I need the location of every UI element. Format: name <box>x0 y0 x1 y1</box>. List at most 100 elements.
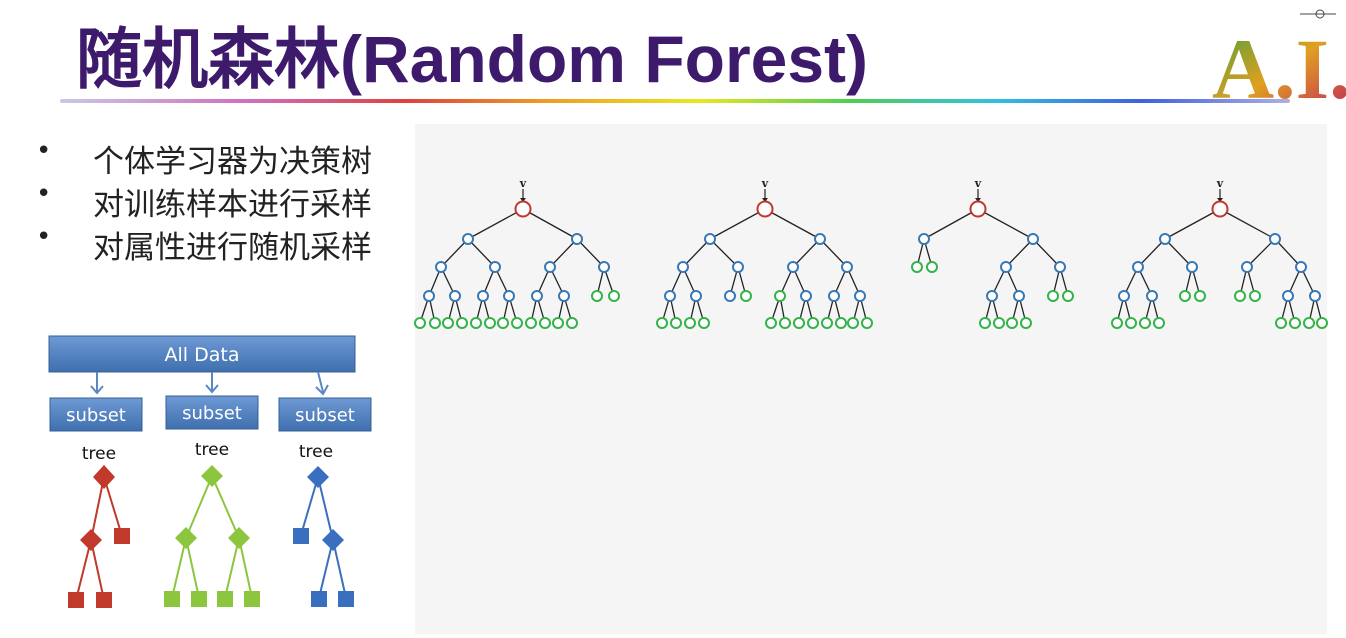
leaf-node <box>656 317 668 329</box>
leaf-node <box>1020 317 1032 329</box>
leaf-node <box>552 317 564 329</box>
leaf-node <box>670 317 682 329</box>
leaf-node <box>414 317 426 329</box>
root-node <box>1211 200 1229 218</box>
leaf-node <box>765 317 777 329</box>
slide-title: 随机森林(Random Forest) <box>76 22 868 96</box>
tree-edge <box>764 208 821 240</box>
internal-node <box>690 290 702 302</box>
leaf-node <box>740 290 752 302</box>
leaf-node <box>1125 317 1137 329</box>
tree-edge <box>1164 238 1193 268</box>
leaf-node <box>470 317 482 329</box>
tree-edge <box>977 208 1034 240</box>
tree-label-1: tree <box>82 444 116 464</box>
leaf-node <box>835 317 847 329</box>
leaf-node <box>1316 317 1328 329</box>
internal-node <box>423 290 435 302</box>
internal-node <box>449 290 461 302</box>
internal-node <box>724 290 736 302</box>
root-input-label: v <box>1216 177 1224 190</box>
internal-node <box>1146 290 1158 302</box>
tree-edge <box>1137 238 1166 268</box>
leaf-node <box>979 317 991 329</box>
tree-edge <box>1164 208 1221 240</box>
internal-node <box>1132 261 1144 273</box>
tree-label-2: tree <box>195 440 229 460</box>
internal-node <box>1054 261 1066 273</box>
forest-panel <box>415 124 1327 634</box>
tree-edge <box>1005 238 1034 268</box>
leaf-node <box>847 317 859 329</box>
internal-node <box>732 261 744 273</box>
tree-edge <box>1219 208 1276 240</box>
internal-node <box>544 261 556 273</box>
subset-arrows <box>90 371 329 396</box>
leaf-node <box>911 261 923 273</box>
leaf-node <box>698 317 710 329</box>
leaf-node <box>1249 290 1261 302</box>
leaf-node <box>1139 317 1151 329</box>
tree-edge <box>1274 238 1302 268</box>
internal-node <box>1118 290 1130 302</box>
internal-node <box>1013 290 1025 302</box>
internal-node <box>1269 233 1281 245</box>
tree-edge <box>792 238 821 268</box>
leaf-node <box>793 317 805 329</box>
leaf-node <box>1006 317 1018 329</box>
logo-text: A.I. <box>1212 21 1346 117</box>
leaf-node <box>525 317 537 329</box>
leaf-node <box>861 317 873 329</box>
internal-node <box>800 290 812 302</box>
internal-node <box>918 233 930 245</box>
internal-node <box>704 233 716 245</box>
internal-node <box>1309 290 1321 302</box>
bullet-item: •对训练样本进行采样 <box>36 179 372 223</box>
root-node <box>969 200 987 218</box>
leaf-node <box>456 317 468 329</box>
input-arrowhead <box>975 198 981 202</box>
internal-node <box>1000 261 1012 273</box>
bullet-item: •对属性进行随机采样 <box>36 222 372 266</box>
bullet-item: •个体学习器为决策树 <box>36 136 372 180</box>
internal-node <box>503 290 515 302</box>
tree-edge <box>549 238 578 268</box>
internal-node <box>814 233 826 245</box>
leaf-node <box>1194 290 1206 302</box>
leaf-node <box>774 290 786 302</box>
root-input-label: v <box>519 177 527 190</box>
leaf-node <box>1111 317 1123 329</box>
tree-edge <box>440 238 469 268</box>
tree-edge <box>923 208 979 240</box>
root-node <box>514 200 532 218</box>
leaf-node <box>993 317 1005 329</box>
leaf-node <box>1275 317 1287 329</box>
root-input-label: v <box>761 177 769 190</box>
leaf-node <box>1153 317 1165 329</box>
leaf-node <box>511 317 523 329</box>
leaf-node <box>1062 290 1074 302</box>
bullet-list: •个体学习器为决策树 •对训练样本进行采样 •对属性进行随机采样 <box>36 136 372 266</box>
internal-node <box>571 233 583 245</box>
input-arrowhead <box>1217 198 1223 202</box>
input-arrowhead <box>762 198 768 202</box>
leaf-node <box>429 317 441 329</box>
internal-node <box>787 261 799 273</box>
leaf-node <box>1289 317 1301 329</box>
tree-edge <box>709 238 739 268</box>
leaf-node <box>608 290 620 302</box>
leaf-node <box>484 317 496 329</box>
leaf-node <box>497 317 509 329</box>
internal-node <box>558 290 570 302</box>
leaf-node <box>539 317 551 329</box>
internal-node <box>1282 290 1294 302</box>
internal-node <box>841 261 853 273</box>
root-input-label: v <box>974 177 982 190</box>
subset-box-3 <box>278 397 372 432</box>
input-arrowhead <box>520 198 526 202</box>
internal-node <box>1295 261 1307 273</box>
internal-node <box>531 290 543 302</box>
leaf-node <box>1179 290 1191 302</box>
internal-node <box>854 290 866 302</box>
blue-tree <box>293 466 354 607</box>
